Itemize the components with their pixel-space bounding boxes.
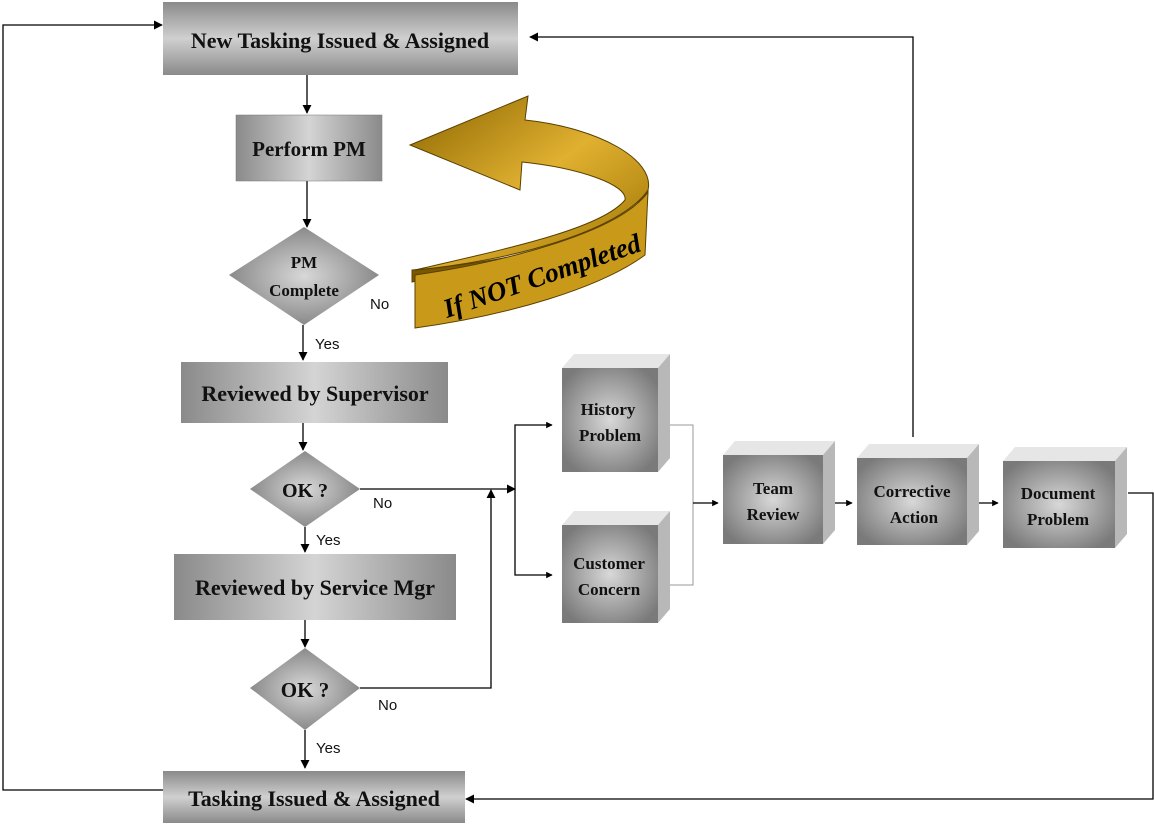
document-problem-box: Document Problem [1003, 447, 1127, 548]
pm-complete-label-1: PM [291, 253, 317, 272]
ok-2-yes-label: Yes [316, 740, 340, 757]
perform-pm-label: Perform PM [252, 137, 366, 161]
tasking-issued-box: Tasking Issued & Assigned [163, 771, 465, 823]
pm-complete-label-2: Complete [269, 281, 339, 300]
loop-arrow-if-not-completed: If NOT Completed [408, 95, 650, 329]
ok-diamond-2: OK ? [250, 648, 360, 730]
history-problem-label-2: Problem [579, 426, 641, 445]
ok-diamond-1: OK ? [250, 451, 360, 527]
team-review-label-2: Review [747, 505, 801, 524]
tasking-issued-label: Tasking Issued & Assigned [188, 786, 440, 811]
ok-1-yes-label: Yes [316, 532, 340, 549]
customer-concern-label-1: Customer [573, 554, 645, 573]
corrective-action-box: Corrective Action [857, 444, 979, 545]
reviewed-supervisor-label: Reviewed by Supervisor [201, 381, 429, 406]
reviewed-service-mgr-label: Reviewed by Service Mgr [195, 575, 435, 600]
arrow-to-customer [514, 489, 553, 579]
document-problem-label-2: Problem [1027, 510, 1089, 529]
corrective-action-label-1: Corrective [873, 482, 951, 501]
history-problem-label-1: History [581, 400, 636, 419]
arrow-ok2-no [360, 489, 496, 689]
ok-2-no-label: No [378, 697, 397, 714]
ok-1-label: OK ? [282, 480, 328, 502]
new-tasking-label: New Tasking Issued & Assigned [191, 28, 489, 53]
pm-complete-diamond: PM Complete [229, 227, 379, 325]
connectors [2, 20, 1154, 804]
arrow-corrective-to-new [529, 32, 914, 437]
reviewed-supervisor-box: Reviewed by Supervisor [181, 362, 448, 423]
merge-history [668, 424, 694, 586]
new-tasking-box: New Tasking Issued & Assigned [163, 2, 518, 75]
document-problem-label-1: Document [1021, 484, 1096, 503]
pm-complete-no-label: No [370, 296, 389, 313]
team-review-box: Team Review [723, 441, 835, 544]
perform-pm-box: Perform PM [235, 114, 383, 182]
arrow-document-to-tasking [465, 492, 1154, 804]
ok-2-label: OK ? [281, 678, 329, 702]
history-problem-box: History Problem [562, 354, 670, 472]
reviewed-service-mgr-box: Reviewed by Service Mgr [174, 554, 456, 620]
arrow-tasking-to-new [2, 20, 172, 791]
ok-1-no-label: No [373, 495, 392, 512]
arrow-to-history [514, 421, 553, 489]
customer-concern-box: Customer Concern [562, 511, 670, 623]
corrective-action-label-2: Action [890, 508, 939, 527]
team-review-label-1: Team [753, 479, 793, 498]
customer-concern-label-2: Concern [578, 580, 641, 599]
pm-complete-yes-label: Yes [315, 336, 339, 353]
